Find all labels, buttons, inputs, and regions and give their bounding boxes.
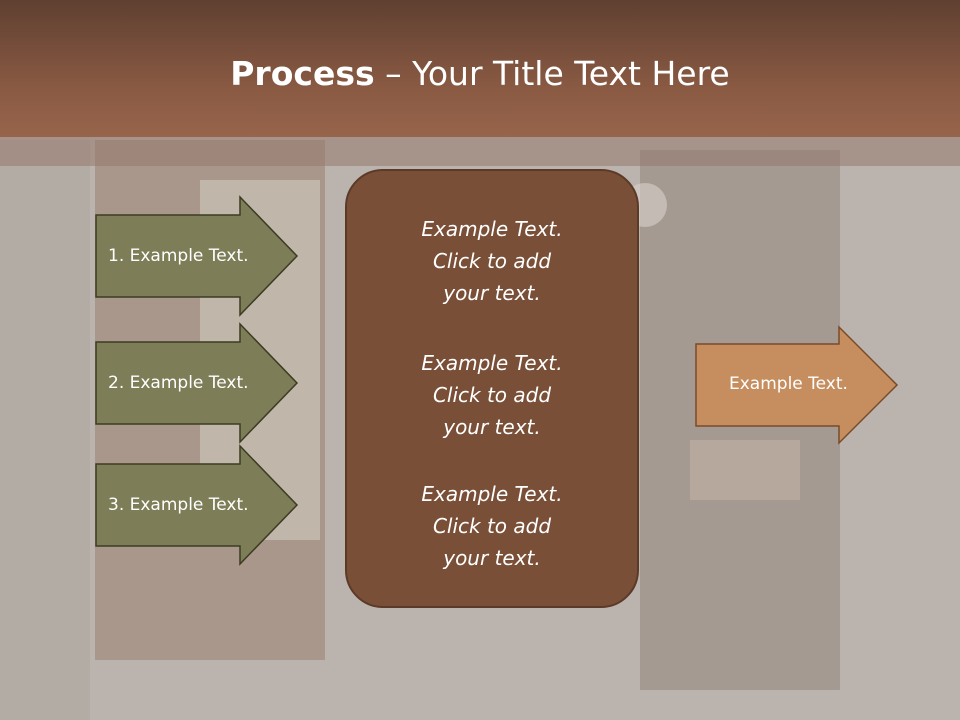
center-block-3-line-1: Example Text.	[421, 482, 563, 506]
slide-title[interactable]: Process – Your Title Text Here	[0, 52, 960, 96]
center-block-1-line-2: Click to add	[432, 249, 552, 273]
title-bold-part: Process	[230, 54, 375, 93]
title-bar	[0, 0, 960, 137]
center-block-2-line-3: your text.	[443, 415, 541, 439]
left-arrow-2[interactable]	[95, 322, 299, 444]
center-block-2-line-2: Click to add	[432, 383, 552, 407]
center-block-2-line-1: Example Text.	[421, 351, 563, 375]
left-arrow-2-label: 2. Example Text.	[108, 373, 249, 393]
left-arrow-1-label: 1. Example Text.	[108, 246, 249, 266]
title-rest-part: – Your Title Text Here	[374, 54, 730, 93]
title-subband	[0, 137, 960, 166]
left-arrow-3[interactable]	[95, 444, 299, 566]
right-arrow-label: Example Text.	[729, 374, 848, 394]
left-arrow-3-label: 3. Example Text.	[108, 495, 249, 515]
center-text-block-2[interactable]: Example Text. Click to add your text.	[345, 347, 639, 443]
center-text-block-1[interactable]: Example Text. Click to add your text.	[345, 213, 639, 309]
right-arrow[interactable]	[695, 325, 899, 445]
left-arrow-1[interactable]	[95, 195, 299, 317]
center-block-3-line-3: your text.	[443, 546, 541, 570]
center-block-3-line-2: Click to add	[432, 514, 552, 538]
center-text-box[interactable]	[345, 169, 639, 608]
center-text-block-3[interactable]: Example Text. Click to add your text.	[345, 478, 639, 574]
center-block-1-line-1: Example Text.	[421, 217, 563, 241]
center-block-1-line-3: your text.	[443, 281, 541, 305]
